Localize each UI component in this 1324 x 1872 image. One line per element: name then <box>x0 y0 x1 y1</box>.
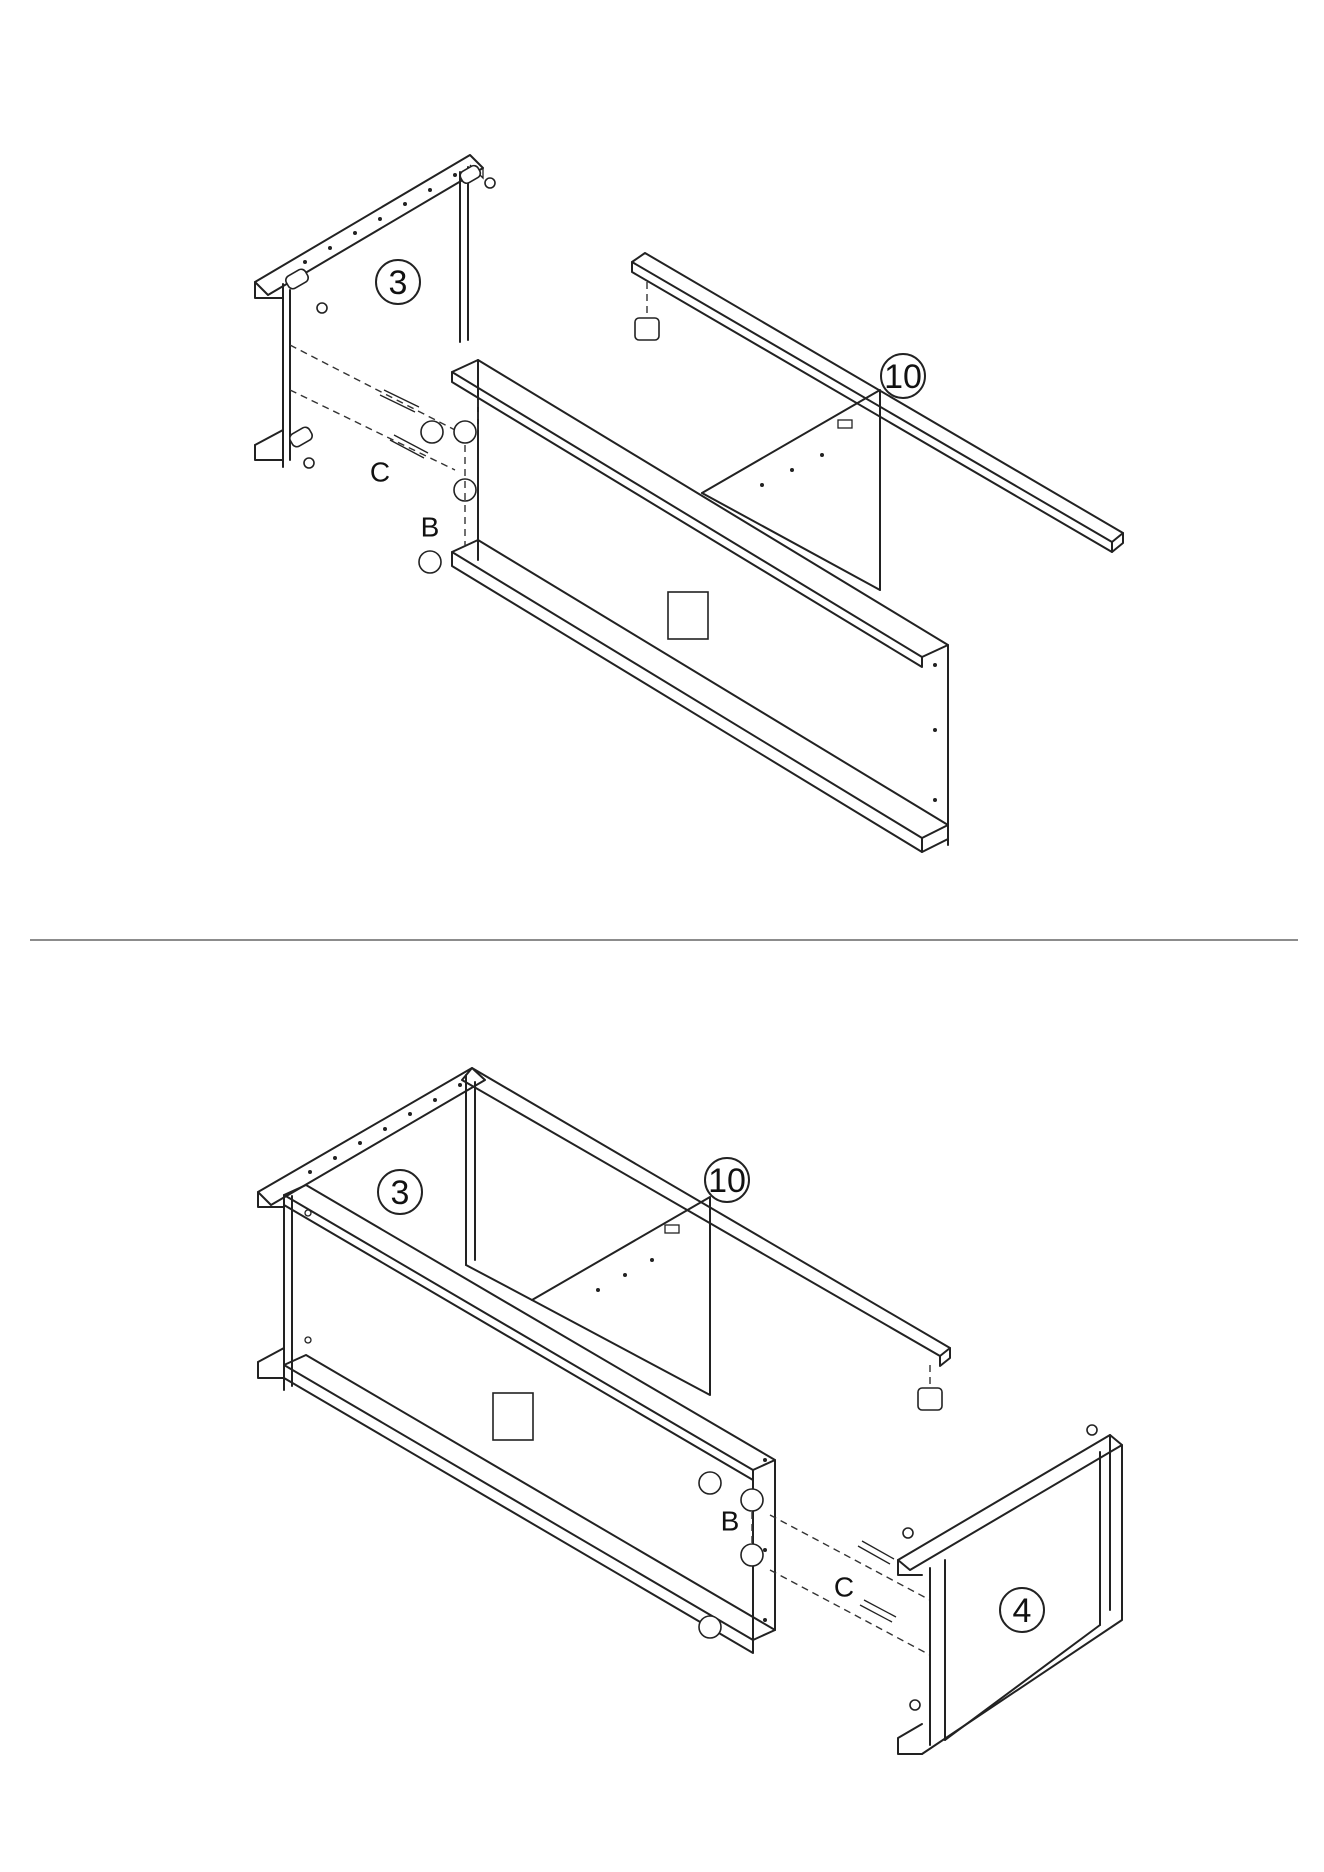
edge-holes <box>303 173 457 264</box>
part-number-10-top: 10 <box>884 358 922 396</box>
center-block <box>668 592 708 639</box>
part-number-3-bottom: 3 <box>391 1174 410 1212</box>
center-block-bottom <box>493 1393 533 1440</box>
rail-10-top <box>632 253 1123 552</box>
back-panel-bottom <box>284 1185 775 1653</box>
hardware-label-c-bottom: C <box>834 1572 854 1603</box>
hardware-label-b-bottom: B <box>721 1506 740 1537</box>
step-bottom-diagram: 3 10 <box>258 1068 1122 1754</box>
back-panel-top <box>452 360 948 852</box>
side-panel-3-bottom <box>258 1068 485 1390</box>
hardware-label-b-top: B <box>421 512 440 543</box>
cam-bolts-top <box>290 345 455 470</box>
part-number-10-bottom: 10 <box>708 1162 746 1200</box>
cam-lock-rail-top <box>635 318 659 340</box>
cam-lock-rail-bottom <box>918 1388 942 1410</box>
step-top-diagram: 3 10 <box>255 155 1123 852</box>
side-panel-4 <box>898 1425 1122 1754</box>
rail-10-bottom <box>462 1068 950 1366</box>
hardware-label-c-top: C <box>370 457 390 488</box>
cam-locks-top <box>419 400 478 573</box>
side-panel-3-top <box>255 155 495 468</box>
part-number-4-bottom: 4 <box>1013 1592 1032 1630</box>
part-number-3-top: 3 <box>389 264 408 302</box>
